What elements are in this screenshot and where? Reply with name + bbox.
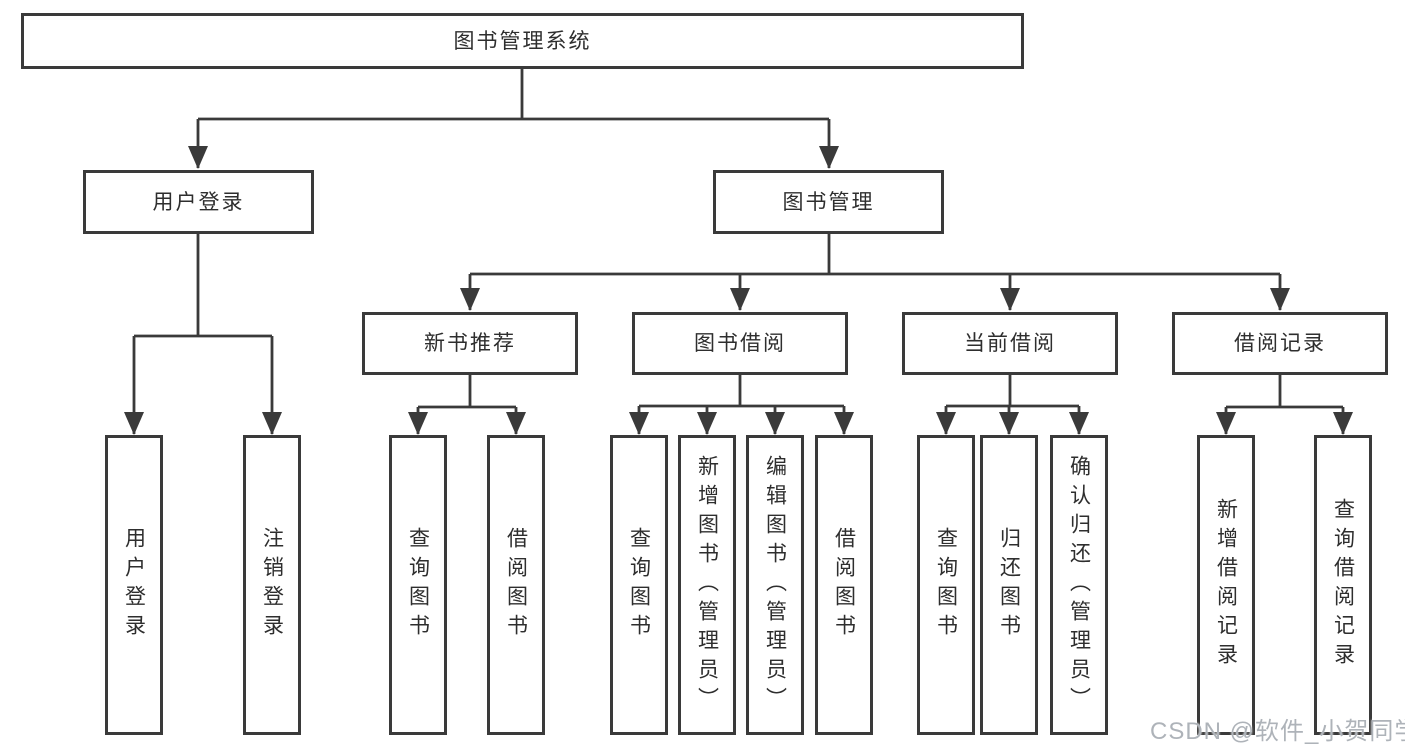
leaf-borrow-books: 借阅图书 [815, 435, 873, 735]
node-user-login: 用户登录 [83, 170, 314, 234]
leaf-borrow-books-recommend: 借阅图书 [487, 435, 545, 735]
leaf-return-book: 归还图书 [980, 435, 1038, 735]
leaf-query-borrow-record: 查询借阅记录 [1314, 435, 1372, 735]
node-borrowing-records: 借阅记录 [1172, 312, 1388, 375]
leaf-add-borrow-record: 新增借阅记录 [1197, 435, 1255, 735]
node-book-management: 图书管理 [713, 170, 944, 234]
node-current-borrowing: 当前借阅 [902, 312, 1118, 375]
leaf-edit-book-admin: 编辑图书（管理员） [746, 435, 804, 735]
leaf-query-books-recommend: 查询图书 [389, 435, 447, 735]
leaf-user-login: 用户登录 [105, 435, 163, 735]
leaf-query-books-current: 查询图书 [917, 435, 975, 735]
node-root-system: 图书管理系统 [21, 13, 1024, 69]
csdn-watermark: CSDN @软件_小贺同学 [1150, 718, 1405, 745]
leaf-add-book-admin: 新增图书（管理员） [678, 435, 736, 735]
leaf-confirm-return-admin: 确认归还（管理员） [1050, 435, 1108, 735]
leaf-logout: 注销登录 [243, 435, 301, 735]
node-new-book-recommend: 新书推荐 [362, 312, 578, 375]
node-book-borrowing: 图书借阅 [632, 312, 848, 375]
leaf-query-books-borrow: 查询图书 [610, 435, 668, 735]
